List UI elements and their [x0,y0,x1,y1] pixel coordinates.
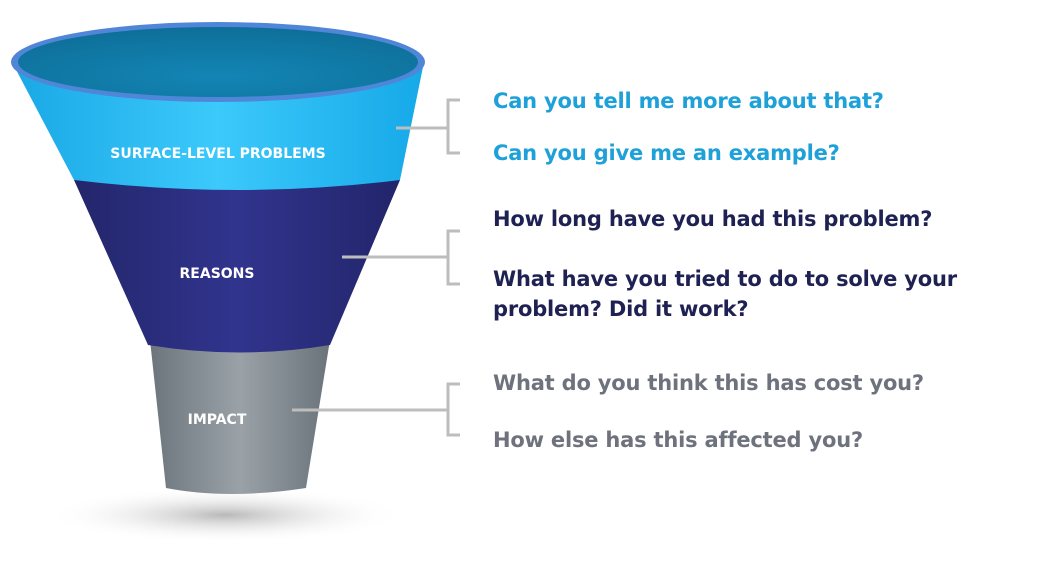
question-reasons-1: How long have you had this problem? [493,207,933,231]
question-impact-2: How else has this affected you? [493,428,863,452]
funnel-shadow [45,487,405,543]
stage-label-reasons: REASONS [180,266,255,282]
question-surface-1: Can you tell me more about that? [493,89,884,113]
bracket-impact [292,382,460,437]
question-reasons-2: What have you tried to do to solve your … [493,267,957,321]
stage-label-surface: SURFACE-LEVEL PROBLEMS [110,146,325,162]
stage-label-impact: IMPACT [188,412,247,428]
bracket-surface [396,98,460,155]
funnel-stage-impact [150,340,330,494]
bracket-reasons [342,229,460,286]
funnel-opening [18,27,418,97]
funnel-stage-reasons [74,180,400,353]
question-impact-1: What do you think this has cost you? [493,371,924,395]
question-surface-2: Can you give me an example? [493,141,840,165]
